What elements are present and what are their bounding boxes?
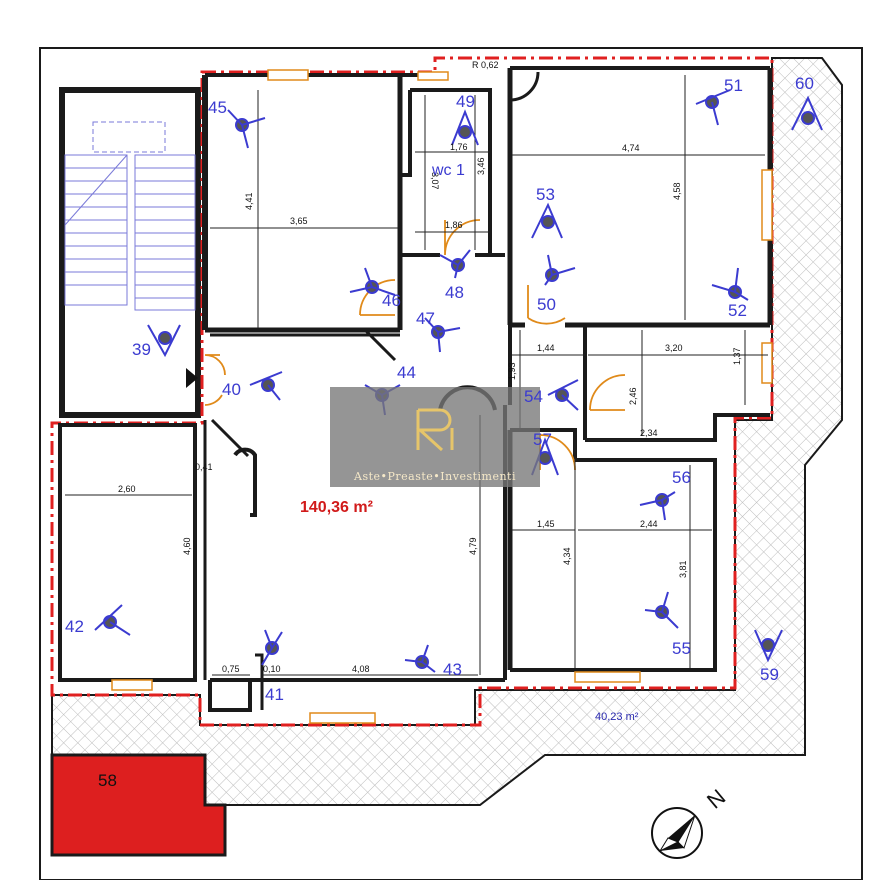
viewpoint-43-marker	[404, 644, 436, 673]
viewpoint-48-marker	[439, 249, 471, 279]
dimension-texts: 4,41 3,65 1,76 3,07 3,46 1,86 4,74 4,58 …	[118, 142, 742, 674]
viewpoint-42-marker	[94, 604, 131, 636]
dim-144: 1,44	[537, 343, 555, 353]
dim-246: 2,46	[628, 387, 638, 405]
dim-176: 1,76	[450, 142, 468, 152]
terrace-area-label: 40,23 m²	[595, 711, 639, 723]
viewpoint-39: 39	[132, 340, 151, 359]
windows	[111, 69, 773, 724]
wc-door-arc	[509, 71, 540, 102]
dim-346: 3,46	[476, 157, 486, 175]
dim-458: 4,58	[672, 182, 682, 200]
viewpoint-58: 58	[98, 771, 117, 790]
viewpoint-59: 59	[760, 665, 779, 684]
stairs	[64, 121, 196, 311]
viewpoint-39-marker	[147, 324, 181, 358]
total-area-label: 140,36 m²	[300, 499, 373, 516]
viewpoint-51: 51	[724, 76, 743, 95]
dim-260: 2,60	[118, 484, 136, 494]
radius-label: R 0,62	[472, 60, 499, 70]
hook-wall	[233, 447, 257, 517]
dim-479: 4,79	[468, 537, 478, 555]
dim-474: 4,74	[622, 143, 640, 153]
viewpoint-55-marker	[644, 591, 679, 629]
dim-320: 3,20	[665, 343, 683, 353]
watermark-logo	[416, 408, 454, 452]
dim-365: 3,65	[290, 216, 308, 226]
viewpoint-markers	[94, 89, 823, 781]
watermark: Aste•Preaste•Investimenti	[330, 387, 540, 487]
viewpoint-42: 42	[65, 617, 84, 636]
viewpoint-41: 41	[265, 685, 284, 704]
viewpoint-40: 40	[222, 380, 241, 399]
viewpoint-45: 45	[208, 98, 227, 117]
viewpoint-53-marker	[531, 202, 563, 239]
dim-041: 0,41	[195, 462, 213, 472]
viewpoint-46-marker	[349, 267, 396, 296]
dim-460: 4,60	[182, 537, 192, 555]
dim-307: 3,07	[430, 172, 440, 190]
viewpoint-45-marker	[227, 109, 266, 149]
viewpoint-60: 60	[795, 74, 814, 93]
viewpoint-44: 44	[397, 363, 416, 382]
viewpoint-59-marker	[754, 629, 783, 663]
viewpoint-56-marker	[639, 491, 676, 521]
storage-room	[50, 753, 227, 857]
watermark-tagline: Aste•Preaste•Investimenti	[353, 470, 516, 483]
viewpoint-51-marker	[695, 89, 731, 126]
viewpoint-57: 57	[533, 430, 552, 449]
viewpoint-60-marker	[791, 95, 823, 131]
dim-193: 1,93	[507, 362, 517, 380]
viewpoint-49-marker	[451, 109, 479, 146]
viewpoint-50-marker	[544, 254, 576, 286]
stair-arrow-icon	[186, 368, 198, 388]
compass-icon	[651, 807, 703, 859]
viewpoint-49: 49	[456, 92, 475, 111]
viewpoint-55: 55	[672, 639, 691, 658]
dim-137: 1,37	[732, 347, 742, 365]
viewpoint-54-marker	[547, 379, 579, 411]
dim-434: 4,34	[562, 547, 572, 565]
dim-234: 2,34	[640, 428, 658, 438]
viewpoint-numbers: 39 40 41 42 43 44 45 46 47 48 49 50 51 5…	[65, 74, 814, 790]
walls	[58, 66, 773, 712]
labels: 140,36 m² 40,23 m² wc 1 R 0,62 N	[300, 60, 730, 814]
watermark-box	[330, 387, 540, 487]
viewpoint-50: 50	[537, 295, 556, 314]
dim-186: 1,86	[445, 220, 463, 230]
viewpoint-48: 48	[445, 283, 464, 302]
viewpoint-47-marker	[424, 317, 461, 353]
viewpoint-43: 43	[443, 660, 462, 679]
viewpoint-56: 56	[672, 468, 691, 487]
viewpoint-53: 53	[536, 185, 555, 204]
dim-441: 4,41	[244, 192, 254, 210]
viewpoint-41-marker	[261, 629, 283, 666]
dim-075: 0,75	[222, 664, 240, 674]
viewpoint-46: 46	[382, 291, 401, 310]
dim-244: 2,44	[640, 519, 658, 529]
stairwell	[59, 87, 201, 418]
dimension-lines	[65, 75, 768, 676]
dim-408: 4,08	[352, 664, 370, 674]
viewpoint-54: 54	[524, 387, 543, 406]
dim-145: 1,45	[537, 519, 555, 529]
dim-381: 3,81	[678, 560, 688, 578]
dim-010: 0,10	[263, 664, 281, 674]
viewpoint-40-marker	[249, 371, 283, 401]
viewpoint-47: 47	[416, 309, 435, 328]
wc-label: wc 1	[431, 162, 465, 179]
viewpoint-52: 52	[728, 301, 747, 320]
viewpoint-52-marker	[711, 267, 749, 301]
apartment-boundary	[50, 56, 774, 727]
